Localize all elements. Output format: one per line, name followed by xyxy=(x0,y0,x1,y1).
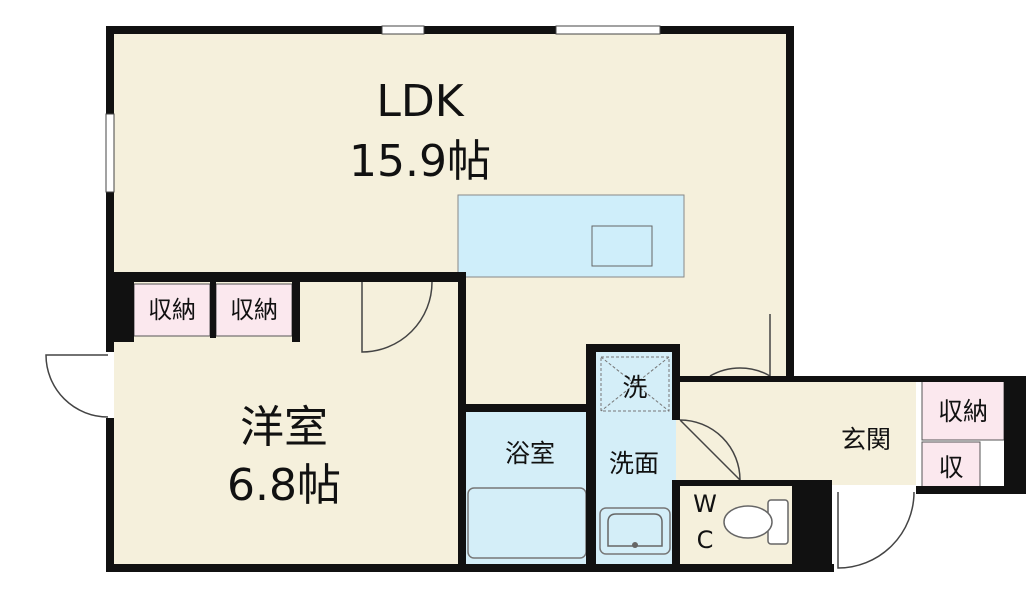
doors xyxy=(45,281,915,569)
wall-top xyxy=(106,26,792,34)
ldk-size: 15.9帖 xyxy=(349,136,491,187)
sink xyxy=(591,225,653,267)
door-ldk-hall xyxy=(709,314,771,378)
washer-name: 洗 xyxy=(622,373,647,402)
closet-left-label: 収納 xyxy=(148,296,196,324)
door-western-ldk xyxy=(361,281,433,353)
western-size: 6.8帖 xyxy=(227,460,341,511)
wall-bottom xyxy=(106,564,834,572)
wall-western-right xyxy=(458,272,466,570)
toilet-line1: W xyxy=(693,490,717,518)
wall-entrance-bottom xyxy=(916,486,1026,494)
entrance-floor xyxy=(816,380,916,485)
kitchen-counter xyxy=(457,194,685,278)
window-top-1 xyxy=(381,25,425,35)
bathtub xyxy=(467,487,587,559)
western-name: 洋室 xyxy=(240,402,328,453)
door-western-exterior xyxy=(45,354,109,418)
entrance-name: 玄関 xyxy=(841,425,891,454)
door-entrance xyxy=(837,491,915,569)
wall-right-ldk xyxy=(786,26,794,380)
washroom-name: 洗面 xyxy=(609,449,659,478)
washer-pan-diag1 xyxy=(600,356,670,412)
washbasin xyxy=(599,507,671,555)
wall-toilet-right xyxy=(792,480,832,570)
entrance-small-storage xyxy=(921,441,981,491)
wall-left-western-top xyxy=(106,272,114,352)
wall-washroom-top xyxy=(586,344,680,352)
wall-closet-divider xyxy=(210,282,216,338)
wall-washroom-left xyxy=(586,346,596,570)
wall-toilet-top xyxy=(676,480,832,486)
wall-left-ldk xyxy=(106,26,114,114)
walls xyxy=(106,26,1026,572)
toilet-line2: C xyxy=(697,526,714,554)
wall-hall-top xyxy=(676,376,1026,382)
labels: LDK 15.9帖 洋室 6.8帖 浴室 洗面 洗 W C 玄関 収納 収納 収… xyxy=(148,76,988,554)
bath-name: 浴室 xyxy=(505,439,555,468)
washbasin-bowl xyxy=(607,513,663,547)
windows xyxy=(105,25,661,193)
wall-ldk-western xyxy=(106,272,466,282)
window-left xyxy=(105,113,115,193)
entrance-storage-label: 収納 xyxy=(938,397,988,426)
wall-washroom-right-low xyxy=(672,480,680,570)
drain-icon xyxy=(632,542,638,548)
washer-pan-diag2 xyxy=(600,356,670,412)
hall-floor xyxy=(676,380,816,485)
door-washroom xyxy=(679,419,741,481)
wall-entrance-right xyxy=(1004,376,1026,494)
wall-closet-right xyxy=(292,282,300,342)
closet-right-label: 収納 xyxy=(230,296,278,324)
wall-left-ldk-low xyxy=(106,192,114,280)
wall-left-western-low xyxy=(106,418,114,570)
toilet-bowl xyxy=(723,505,773,539)
ldk-name: LDK xyxy=(376,76,464,127)
storage-areas xyxy=(133,283,1005,491)
entrance-small-label: 収 xyxy=(938,453,963,482)
wall-bath-top xyxy=(458,404,594,412)
window-top-2 xyxy=(555,25,661,35)
